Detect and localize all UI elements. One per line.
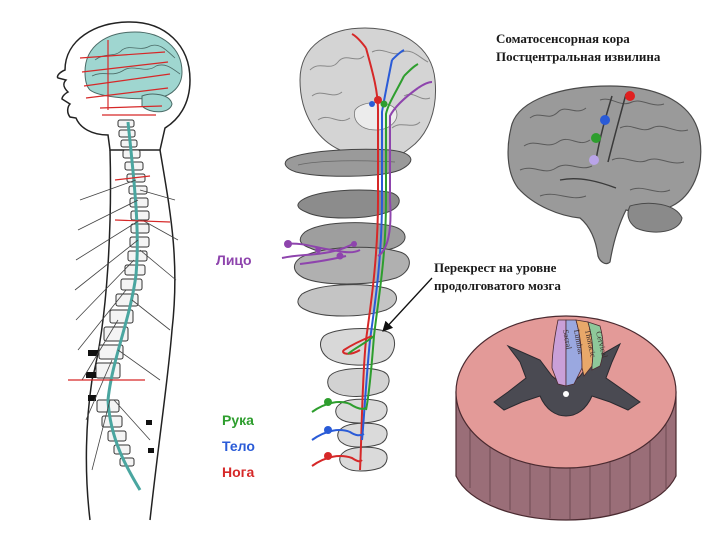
slice-medulla-upper — [297, 284, 397, 317]
spinal-processes — [86, 350, 154, 453]
human-spine-illustration — [56, 21, 191, 521]
arm-ganglion — [324, 398, 332, 406]
cortex-title-line1: Соматосенсорная кора — [496, 31, 630, 46]
slice-spinal-sacral — [339, 446, 388, 472]
tract-face — [377, 87, 419, 257]
section-marker-lines — [68, 40, 171, 381]
cerebellum — [141, 93, 173, 113]
tract-arm — [365, 75, 405, 411]
label-arm: Рука — [222, 412, 254, 428]
leg-input-fibers — [311, 455, 363, 467]
slice-pons-upper — [297, 189, 400, 219]
cortex-marker-body — [600, 115, 610, 125]
decussation-crossing — [342, 335, 373, 355]
central-canal — [563, 391, 569, 397]
cortex-marker-leg — [625, 91, 635, 101]
lateral-brain-illustration — [507, 85, 702, 265]
label-leg: Нога — [222, 464, 255, 480]
slice-spinal-cervical — [327, 367, 390, 397]
cortex-marker-face — [589, 155, 599, 165]
cerebellum-lateral — [627, 202, 683, 233]
tract-label-sacral: Sacral — [561, 329, 573, 351]
tract-sacral — [551, 319, 567, 387]
brain-in-head — [84, 31, 183, 100]
nerve-lines — [74, 179, 179, 471]
spinal-cord-cross-section: Sacral Lumbar Thoracic Cervical — [455, 315, 677, 521]
pathway-tracts — [342, 33, 433, 471]
body-input-fibers — [311, 429, 365, 441]
tract-label-lumbar: Lumbar — [572, 329, 585, 356]
leg-ganglion — [324, 452, 332, 460]
decussation-label-line2: продолговатого мозга — [434, 278, 561, 293]
dorsal-column-tracts — [551, 319, 604, 387]
spinal-cord-line — [106, 121, 142, 491]
label-body: Тело — [222, 438, 255, 454]
tract-cervical — [587, 321, 604, 371]
label-face: Лицо — [216, 252, 252, 268]
postcentral-gyrus-markers — [589, 91, 635, 165]
cortex-relay-dots — [369, 96, 388, 108]
tract-leg — [359, 47, 379, 471]
decussation-label-line1: Перекрест на уровне — [434, 260, 557, 275]
cortex-marker-arm — [591, 133, 601, 143]
decussation-arrow — [382, 277, 433, 332]
vertebrae — [95, 119, 150, 467]
slice-midbrain — [284, 148, 412, 177]
arm-input-fibers — [311, 401, 367, 413]
tract-body — [361, 59, 393, 441]
cortex-title-line2: Постцентральная извилина — [496, 49, 661, 64]
body-outline — [85, 149, 176, 521]
body-ganglion — [324, 426, 332, 434]
brain-slices-column — [284, 27, 437, 472]
